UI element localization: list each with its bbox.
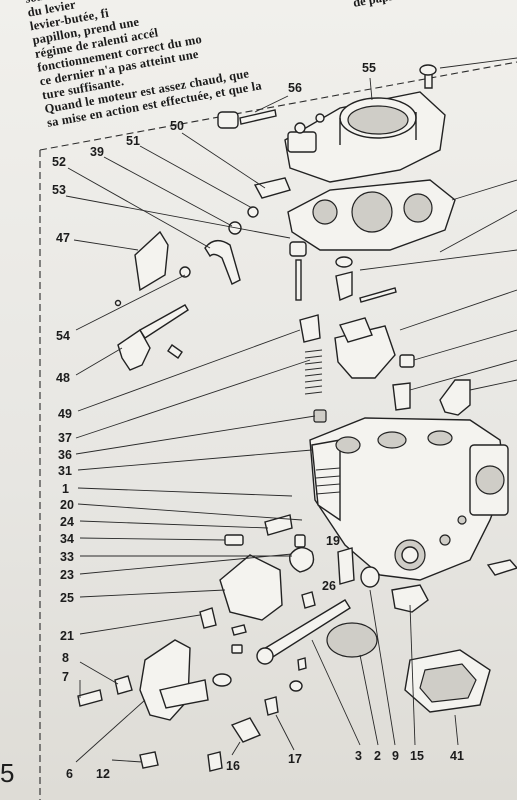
label-24: 24	[60, 515, 74, 529]
label-12: 12	[96, 767, 110, 781]
label-19: 19	[326, 534, 340, 548]
label-1: 1	[62, 482, 69, 496]
label-6: 6	[66, 767, 73, 781]
label-54: 54	[56, 329, 70, 343]
label-36: 36	[58, 448, 72, 462]
label-48: 48	[56, 371, 70, 385]
label-50: 50	[170, 119, 184, 133]
carburetor-cover	[284, 64, 446, 183]
label-3: 3	[355, 749, 362, 763]
label-56: 56	[288, 81, 302, 95]
carburetor-body	[309, 417, 517, 581]
label-9: 9	[392, 749, 399, 763]
label-21: 21	[60, 629, 74, 643]
label-41: 41	[450, 749, 464, 763]
label-34: 34	[60, 532, 74, 546]
label-2: 2	[374, 749, 381, 763]
linkage-parts	[114, 177, 291, 371]
label-16: 16	[226, 759, 240, 773]
label-47: 47	[56, 231, 70, 245]
label-17: 17	[288, 752, 302, 766]
label-31: 31	[58, 464, 72, 478]
label-23: 23	[60, 568, 74, 582]
label-39: 39	[90, 145, 104, 159]
page-edge-glyph: 5	[0, 758, 15, 788]
label-49: 49	[58, 407, 72, 421]
label-8: 8	[62, 651, 69, 665]
label-20: 20	[60, 498, 74, 512]
label-33: 33	[60, 550, 74, 564]
label-7: 7	[62, 670, 69, 684]
screw-56	[217, 109, 277, 129]
label-52: 52	[52, 155, 66, 169]
part-labels: 55 56 50 51 39 52 53 47 54 48 49 37 36 3…	[52, 61, 464, 781]
label-15: 15	[410, 749, 424, 763]
float-assembly	[289, 241, 471, 423]
diagram-frame	[39, 61, 517, 800]
label-37: 37	[58, 431, 72, 445]
throttle-parts	[77, 514, 491, 772]
label-25: 25	[60, 591, 74, 605]
label-26: 26	[322, 579, 336, 593]
label-51: 51	[126, 134, 140, 148]
cover-gasket	[287, 179, 456, 251]
label-53: 53	[52, 183, 66, 197]
label-55: 55	[362, 61, 376, 75]
leader-lines	[65, 57, 517, 763]
